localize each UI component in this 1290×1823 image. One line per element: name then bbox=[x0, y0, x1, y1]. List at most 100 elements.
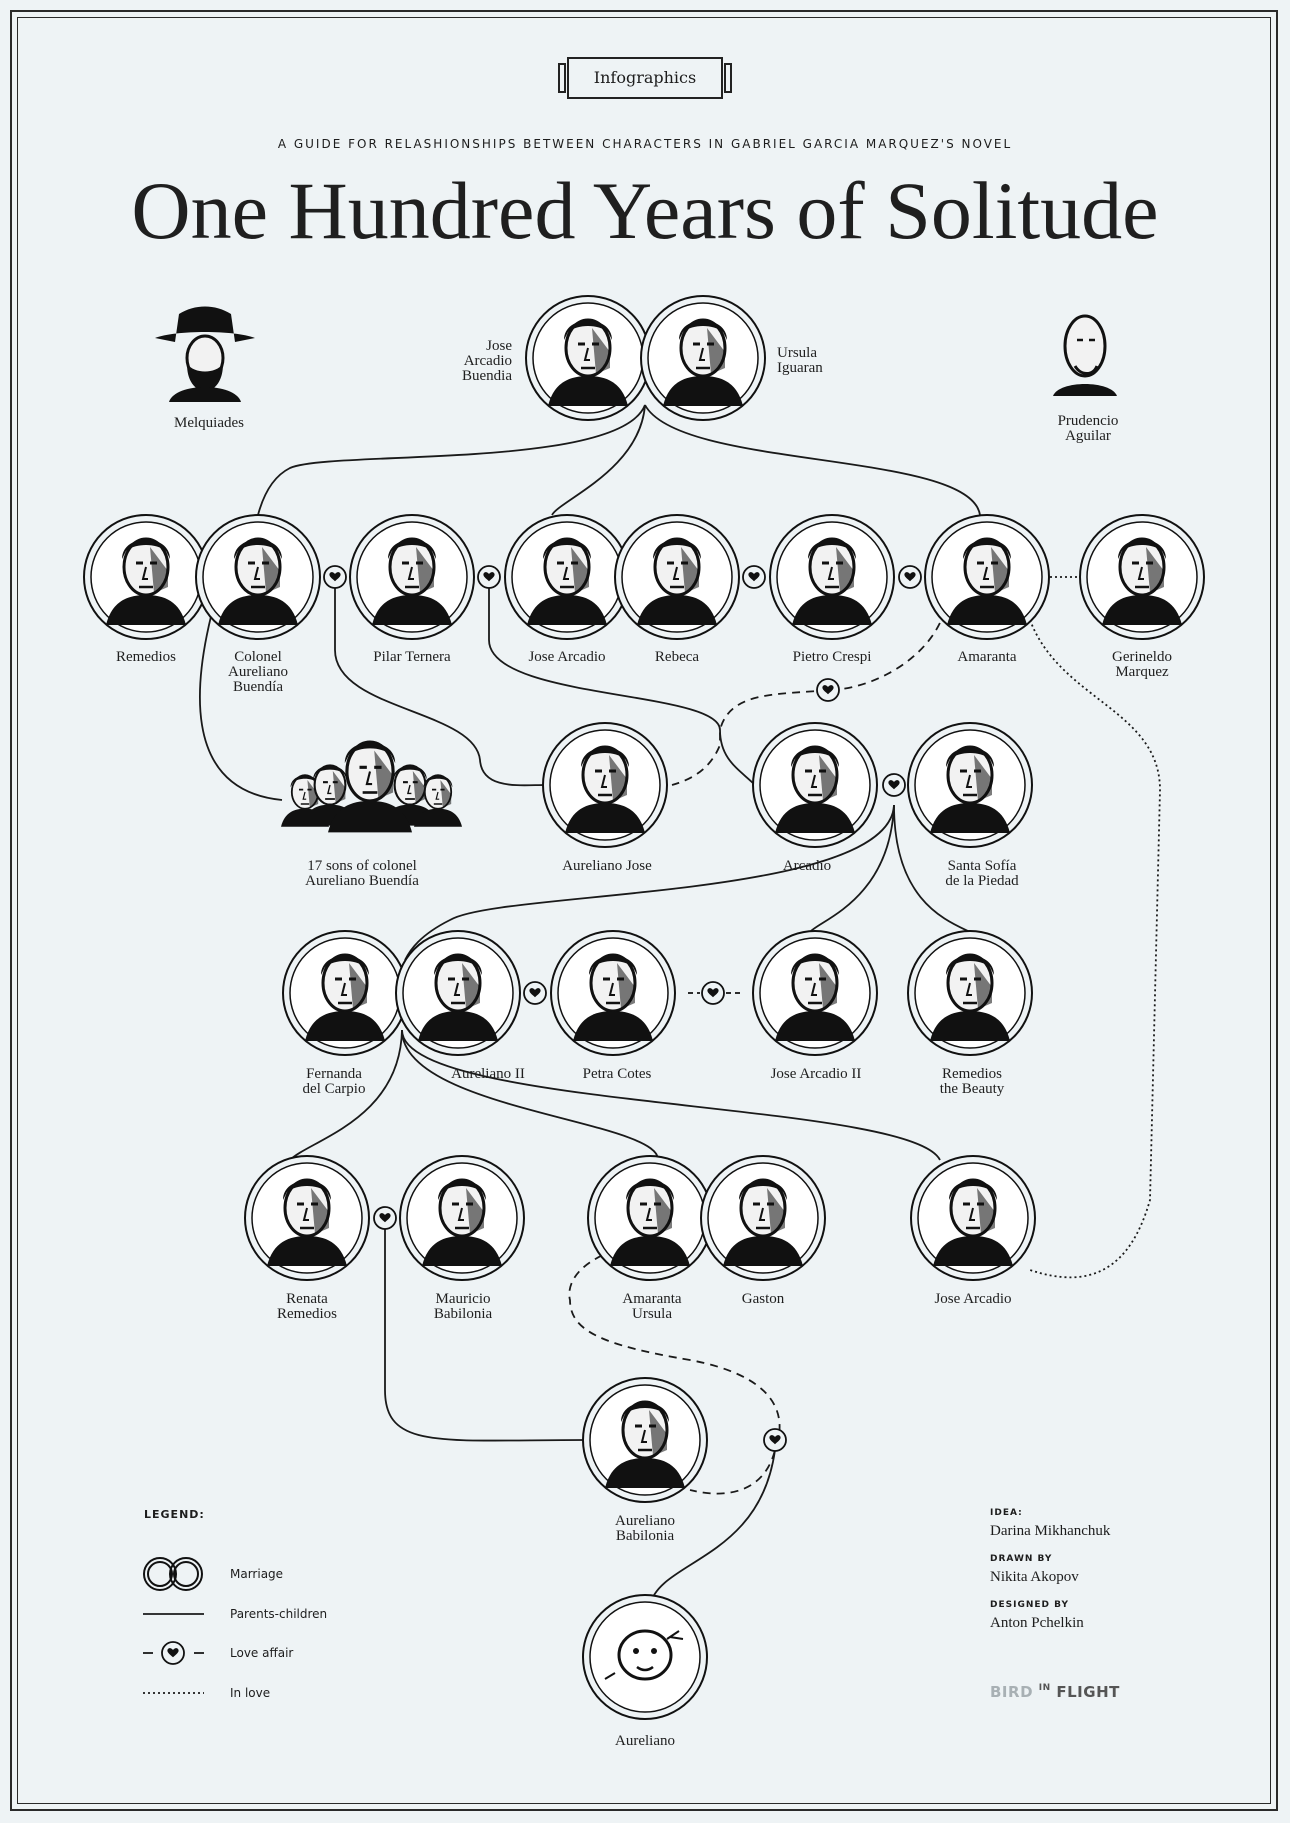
portrait-aureliano-ii bbox=[395, 930, 521, 1056]
portrait-melquiades bbox=[155, 306, 255, 402]
label-mauricio: Mauricio Babilonia bbox=[433, 1291, 493, 1322]
label-rebeca: Rebeca bbox=[654, 649, 700, 665]
portrait-pietro bbox=[769, 514, 895, 640]
portrait-aureliano-babilonia bbox=[582, 1377, 708, 1503]
affair-pietro-amaranta bbox=[671, 609, 946, 786]
portrait-jose-arcadio bbox=[504, 514, 630, 640]
page-title: One Hundred Years of Solitude bbox=[131, 165, 1159, 256]
portrait-fernanda bbox=[282, 930, 408, 1056]
legend-affair-label: Love affair bbox=[230, 1646, 294, 1660]
link-fernanda-renata bbox=[289, 1029, 403, 1161]
legend-inlove-label: In love bbox=[230, 1686, 271, 1700]
label-pilar: Pilar Ternera bbox=[373, 649, 451, 665]
label-aureliano: Aureliano bbox=[615, 1733, 675, 1749]
link-fernanda-amaranta-ursula bbox=[401, 1029, 659, 1161]
legend-marriage-label: Marriage bbox=[230, 1567, 284, 1581]
label-jose-arcadio-3: Jose Arcadio bbox=[934, 1291, 1012, 1307]
label-aureliano-ii: Aureliano II bbox=[451, 1066, 525, 1082]
label-jose-arcadio-buendia: Jose Arcadio Buendia bbox=[462, 338, 512, 384]
portrait-remedios bbox=[83, 514, 209, 640]
label-petra: Petra Cotes bbox=[582, 1066, 652, 1082]
portrait-rebeca bbox=[614, 514, 740, 640]
link-founders-jose-arcadio bbox=[551, 404, 646, 516]
infographics-tag: Infographics bbox=[558, 57, 732, 99]
brand-logo: BIRD IN FLIGHT bbox=[990, 1683, 1120, 1701]
legend: LEGEND: Marriage Parents-children Love a… bbox=[140, 1508, 400, 1708]
portrait-ursula bbox=[640, 295, 766, 421]
link-jose-arcadio-pilar bbox=[488, 585, 756, 786]
label-colonel: Colonel Aureliano Buendía bbox=[228, 649, 288, 695]
portrait-remedios-beauty bbox=[907, 930, 1033, 1056]
legend-marriage-icon bbox=[143, 1557, 203, 1591]
brand-flight: FLIGHT bbox=[1056, 1683, 1120, 1701]
label-prudencio: Prudencio Aguilar bbox=[1057, 413, 1119, 444]
portrait-arcadio bbox=[752, 722, 878, 848]
outer-frame bbox=[10, 10, 1278, 1811]
credit-designed-label: DESIGNED BY bbox=[990, 1600, 1070, 1610]
label-pietro: Pietro Crespi bbox=[792, 649, 872, 665]
link-arcadio-ii bbox=[404, 804, 895, 961]
credit-idea-label: IDEA: bbox=[990, 1508, 1023, 1518]
portrait-renata bbox=[244, 1155, 370, 1281]
portrait-aureliano-jose bbox=[542, 722, 668, 848]
credit-designed-name: Anton Pchelkin bbox=[990, 1615, 1084, 1631]
label-jose-arcadio-ii: Jose Arcadio II bbox=[770, 1066, 862, 1082]
portrait-prudencio bbox=[1053, 314, 1117, 396]
portrait-jose-arcadio-buendia bbox=[525, 295, 651, 421]
credit-drawn-label: DRAWN BY bbox=[990, 1554, 1053, 1564]
inner-frame bbox=[17, 17, 1271, 1804]
affair-babilonia bbox=[568, 1249, 781, 1495]
label-aureliano-babilonia: Aureliano Babilonia bbox=[615, 1513, 675, 1544]
brand-bird: BIRD bbox=[990, 1683, 1034, 1701]
tag-text: Infographics bbox=[593, 68, 697, 87]
portrait-santa-sofia bbox=[907, 722, 1033, 848]
link-founders-amaranta bbox=[644, 404, 981, 516]
portrait-aureliano bbox=[582, 1594, 708, 1720]
label-arcadio: Arcadio bbox=[782, 858, 832, 874]
label-amaranta-ursula: Amaranta Ursula bbox=[622, 1291, 682, 1322]
subtitle: A GUIDE FOR RELASHIONSHIPS BETWEEN CHARA… bbox=[277, 137, 1013, 151]
legend-parents-label: Parents-children bbox=[230, 1607, 328, 1621]
label-gaston: Gaston bbox=[741, 1291, 785, 1307]
label-fernanda: Fernanda del Carpio bbox=[302, 1066, 366, 1097]
link-founders-colonel bbox=[257, 404, 646, 516]
link-arcadio-remedios-beauty bbox=[893, 804, 971, 933]
legend-heart-icon bbox=[161, 1641, 185, 1665]
link-colonel-17sons bbox=[199, 589, 283, 801]
portrait-amaranta bbox=[924, 514, 1050, 640]
portrait-17-sons bbox=[280, 740, 463, 834]
portrait-gerineldo bbox=[1079, 514, 1205, 640]
label-remedios-beauty: Remedios the Beauty bbox=[939, 1066, 1005, 1097]
label-jose-arcadio: Jose Arcadio bbox=[528, 649, 606, 665]
link-mauricio-babilonia bbox=[384, 1215, 586, 1442]
portrait-jose-arcadio-ii bbox=[752, 930, 878, 1056]
label-remedios: Remedios bbox=[116, 649, 176, 665]
link-fernanda-jose-arcadio-3 bbox=[401, 1029, 941, 1161]
inlove-amaranta-jose bbox=[1029, 619, 1161, 1279]
link-colonel-pilar bbox=[334, 585, 546, 787]
portrait-gaston bbox=[700, 1155, 826, 1281]
portrait-jose-arcadio-3 bbox=[910, 1155, 1036, 1281]
label-amaranta: Amaranta bbox=[957, 649, 1017, 665]
portrait-amaranta-ursula bbox=[587, 1155, 713, 1281]
label-aureliano-jose: Aureliano Jose bbox=[562, 858, 652, 874]
label-17-sons: 17 sons of colonel Aureliano Buendía bbox=[305, 858, 419, 889]
portrait-petra bbox=[550, 930, 676, 1056]
label-renata: Renata Remedios bbox=[277, 1291, 337, 1322]
label-santa-sofia: Santa Sofía de la Piedad bbox=[945, 858, 1019, 889]
brand-in: IN bbox=[1038, 1683, 1051, 1693]
heart-markers bbox=[161, 565, 922, 1665]
credits: IDEA: Darina Mikhanchuk DRAWN BY Nikita … bbox=[990, 1508, 1190, 1632]
label-gerineldo: Gerineldo Marquez bbox=[1112, 649, 1172, 680]
portrait-mauricio bbox=[399, 1155, 525, 1281]
label-ursula: Ursula Iguaran bbox=[777, 345, 823, 376]
credit-idea-name: Darina Mikhanchuk bbox=[990, 1523, 1111, 1539]
portrait-pilar bbox=[349, 514, 475, 640]
label-melquiades: Melquiades bbox=[174, 415, 244, 431]
legend-title: LEGEND: bbox=[144, 1508, 205, 1521]
portrait-colonel bbox=[195, 514, 321, 640]
link-arcadio-jose-ii bbox=[809, 804, 895, 933]
link-aureliano bbox=[649, 1449, 776, 1606]
credit-drawn-name: Nikita Akopov bbox=[990, 1569, 1079, 1585]
